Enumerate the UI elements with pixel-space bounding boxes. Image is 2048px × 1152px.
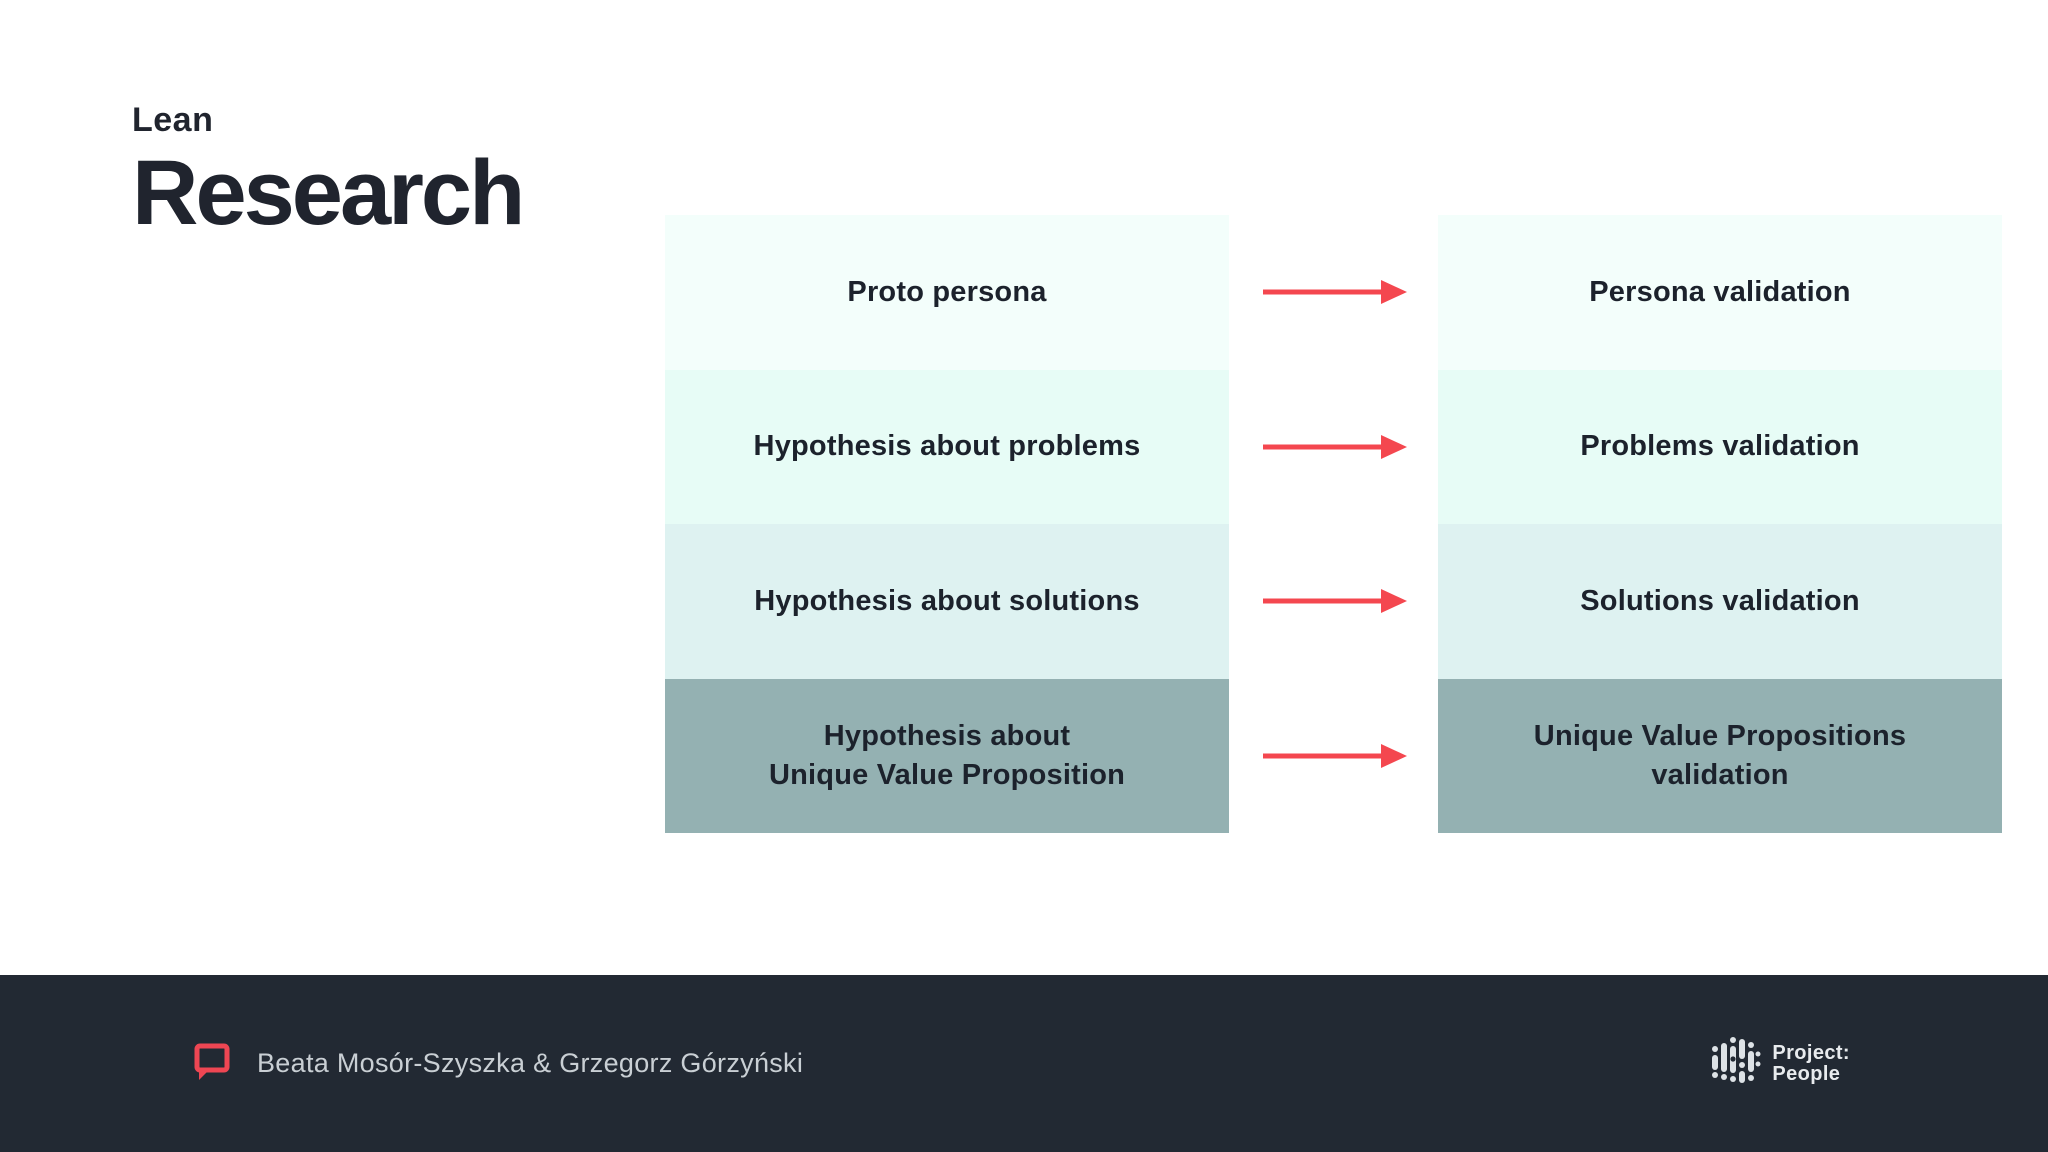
title-block: Lean Research xyxy=(132,101,525,244)
hypothesis-box: Hypothesis about Unique Value Propositio… xyxy=(665,678,1229,833)
validation-box: Problems validation xyxy=(1438,369,2002,524)
validation-box: Persona validation xyxy=(1438,215,2002,370)
logo-line1: Project: xyxy=(1772,1041,1850,1064)
validation-column: Persona validation Problems validation S… xyxy=(1438,215,2002,833)
footer: Beata Mosór-Szyszka & Grzegorz Górzyński xyxy=(0,975,2048,1152)
flow-arrow-icon xyxy=(1262,370,1408,525)
flow-arrow-icon xyxy=(1262,524,1408,679)
slide-kicker: Lean xyxy=(132,101,214,139)
authors-group: Beata Mosór-Szyszka & Grzegorz Górzyński xyxy=(193,1039,803,1088)
flow-arrow-icon xyxy=(1262,215,1408,370)
hypothesis-box: Proto persona xyxy=(665,215,1229,370)
logo-mark-icon xyxy=(1711,1034,1761,1093)
project-people-logo: Project: People xyxy=(1711,1034,1850,1093)
validation-box: Solutions validation xyxy=(1438,524,2002,679)
arrow-column xyxy=(1262,215,1408,833)
speech-bubble-icon xyxy=(193,1039,231,1088)
validation-box: Unique Value Propositions validation xyxy=(1438,678,2002,833)
page-title: Research xyxy=(132,142,525,244)
hypothesis-box: Hypothesis about solutions xyxy=(665,524,1229,679)
logo-wordmark: Project: People xyxy=(1772,1041,1850,1085)
hypothesis-box: Hypothesis about problems xyxy=(665,369,1229,524)
authors-credit: Beata Mosór-Szyszka & Grzegorz Górzyński xyxy=(257,1048,804,1078)
hypothesis-column: Proto persona Hypothesis about problems … xyxy=(665,215,1229,833)
flow-arrow-icon xyxy=(1262,679,1408,834)
logo-line2: People xyxy=(1772,1062,1841,1085)
